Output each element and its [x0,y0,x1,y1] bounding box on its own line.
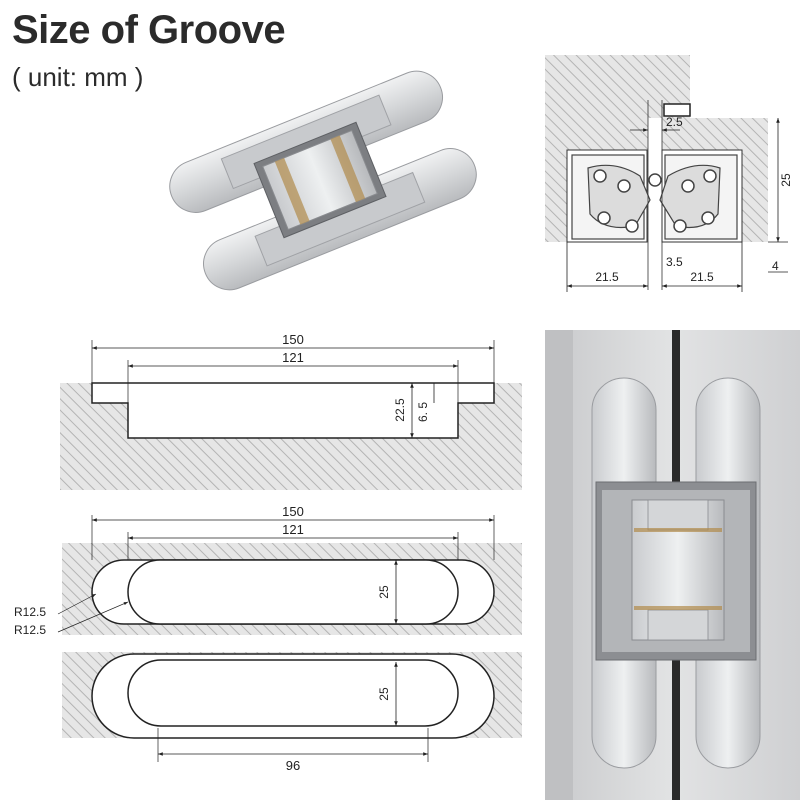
page-title: Size of Groove [12,8,286,52]
cross-section-view: 2.5 25 4 21.5 21.5 3.5 [545,55,793,292]
bottom-plan-view: 25 96 [62,652,522,773]
dim-top-body: 121 [282,522,304,537]
dim-left-width: 21.5 [595,270,619,284]
dim-side-flange: 6. 5 [416,402,430,422]
dim-radius-outer: R12.5 [14,605,46,619]
dim-radius-inner: R12.5 [14,623,46,637]
dim-side-depth: 22.5 [393,398,407,422]
dim-top-total: 150 [282,504,304,519]
dim-gap-center: 3.5 [666,255,683,269]
installed-hinge-image [545,330,800,800]
dim-gap: 2.5 [666,115,683,129]
dim-right-width: 21.5 [690,270,714,284]
dim-screw-spacing: 96 [286,758,300,773]
hinge-product-image [169,70,477,291]
side-section-view: 150 121 22.5 6. 5 [60,332,522,490]
unit-note: ( unit: mm ) [12,62,144,92]
top-plan-view: 150 121 25 R12.5 R12.5 [14,504,522,637]
dim-offset: 4 [772,259,779,273]
dim-height: 25 [779,173,793,187]
dim-bottom-width: 25 [377,687,391,701]
dim-side-body: 121 [282,350,304,365]
dim-top-width: 25 [377,585,391,599]
dim-side-total: 150 [282,332,304,347]
